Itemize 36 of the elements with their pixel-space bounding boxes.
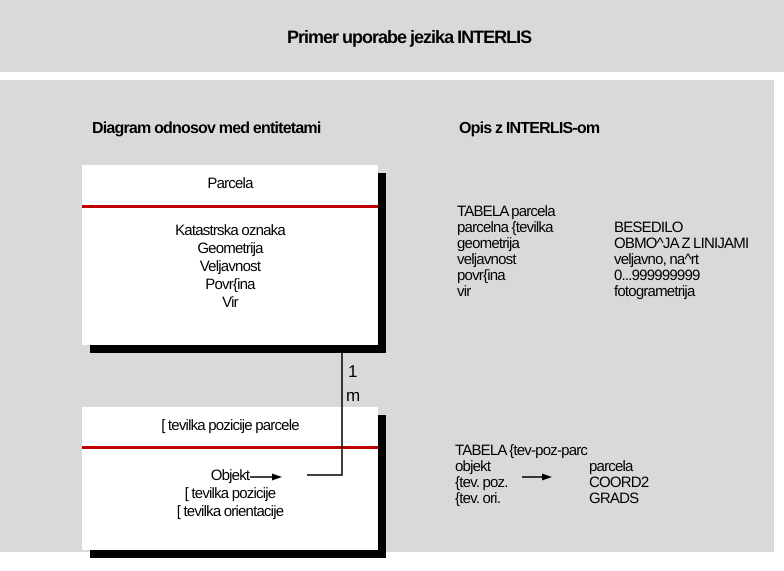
heading: Opis z INTERLIS-om	[459, 120, 600, 138]
entity-name: [ tevilka pozicije parcele	[161, 417, 299, 435]
heading: Diagram odnosov med entitetami	[92, 120, 320, 138]
diagram-title: Primer uporabe jezika INTERLIS	[287, 28, 532, 46]
attribute-text: Katastrska oznaka	[175, 222, 285, 240]
code-text: veljavno, na^rt	[614, 251, 698, 269]
code-text: OBMO^JA Z LINIJAMI	[614, 235, 748, 253]
code-text: {tev. poz.	[455, 474, 508, 492]
attribute-text: Vir	[222, 294, 238, 312]
attribute-text: Geometrija	[197, 240, 263, 258]
code-text: veljavnost	[457, 251, 516, 269]
code-text: COORD2	[589, 474, 648, 492]
attribute-text: Veljavnost	[200, 258, 260, 276]
entity-name: Parcela	[207, 175, 253, 193]
code-text: 0...999999999	[614, 267, 700, 285]
code-text: TABELA parcela	[457, 203, 555, 221]
connector-line	[307, 353, 343, 476]
entity-box	[82, 165, 378, 345]
code-text: {tev. ori.	[455, 490, 500, 508]
code-text: vir	[457, 283, 470, 301]
code-text: TABELA {tev-poz-parc	[455, 442, 588, 460]
entity-box	[82, 407, 378, 550]
attribute-text: [ tevilka pozicije	[184, 485, 276, 503]
code-text: geometrija	[457, 235, 520, 253]
code-text: fotogrametrija	[614, 283, 695, 301]
attribute-text: [ tevilka orientacije	[176, 503, 284, 521]
attribute-text: Objekt	[210, 467, 250, 485]
attribute-text: Povr{ina	[205, 276, 255, 294]
code-text: parcelna {tevilka	[457, 219, 553, 237]
cardinality-label: 1	[348, 363, 358, 381]
cardinality-label: m	[346, 387, 360, 405]
code-text: GRADS	[589, 490, 638, 508]
code-text: objekt	[455, 458, 490, 476]
code-text: povr{ina	[457, 267, 505, 285]
code-text: BESEDILO	[614, 219, 683, 237]
code-text: parcela	[589, 458, 633, 476]
